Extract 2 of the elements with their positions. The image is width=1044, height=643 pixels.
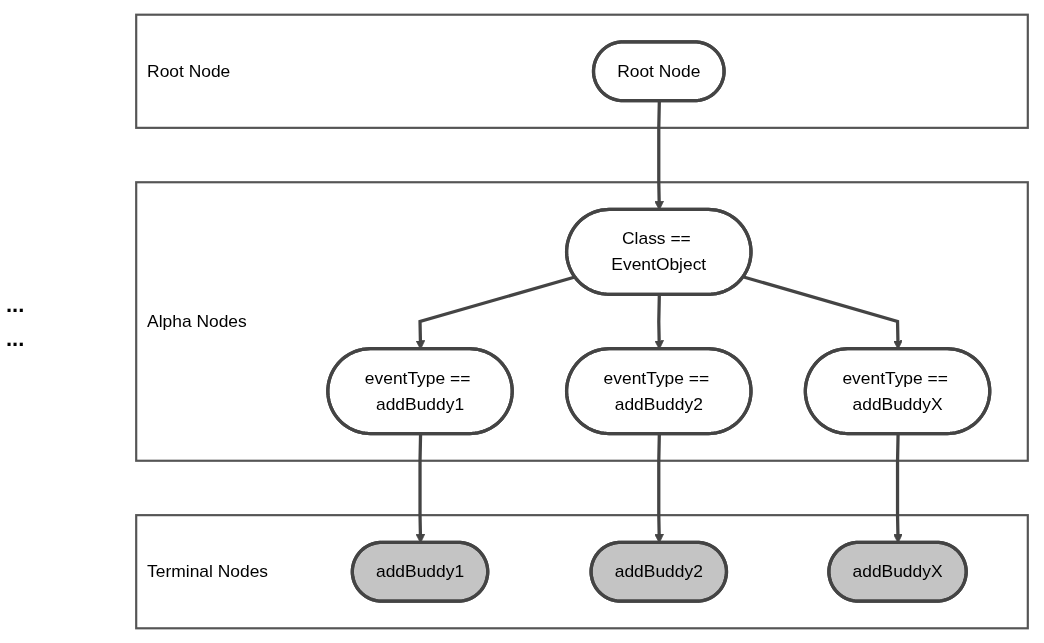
ellipsis-text: ...: [6, 291, 26, 318]
ellipsis-text: ...: [6, 325, 26, 352]
